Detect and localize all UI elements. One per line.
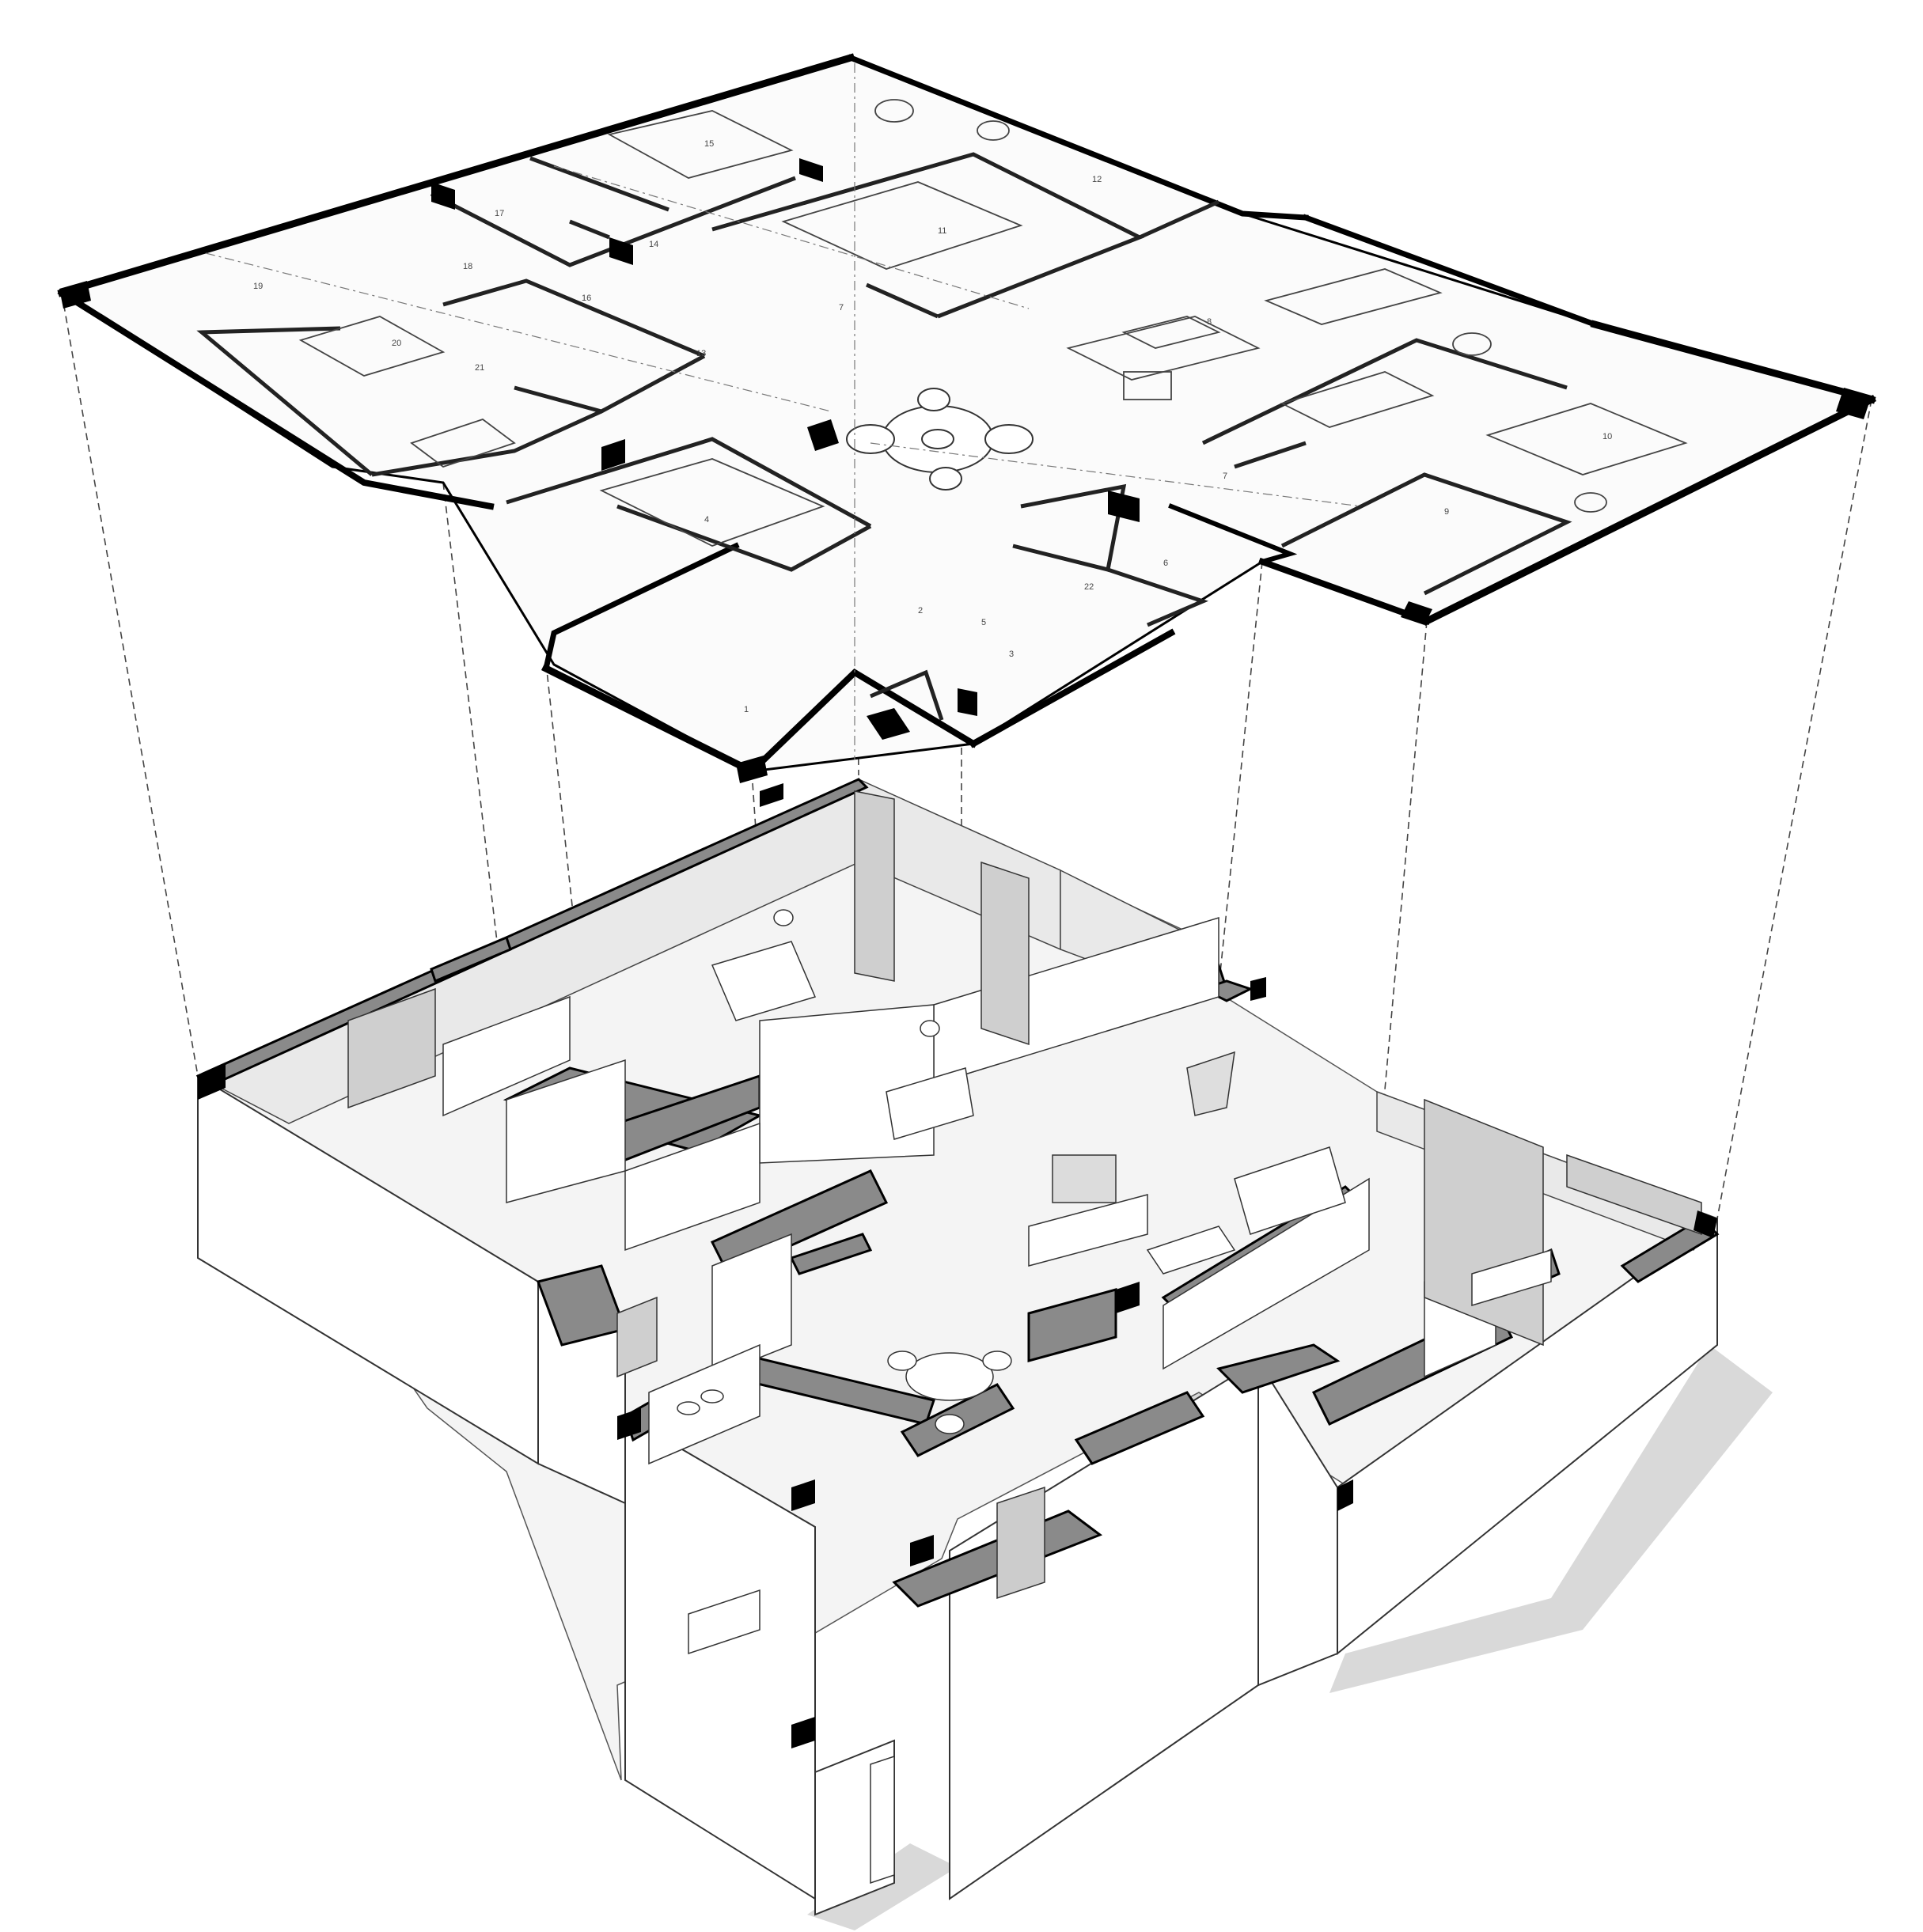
plan-center-lines (205, 63, 1362, 760)
dining-table (905, 1352, 994, 1401)
bed-mid (886, 1067, 974, 1140)
bed-room-10 (1485, 403, 1688, 475)
bed-room-4 (599, 458, 825, 547)
plan-dining-set (846, 388, 1034, 491)
model-front-walls (197, 1074, 1718, 1916)
room-label: 2 (918, 606, 923, 616)
bed-master (607, 110, 794, 179)
model-cut-blocks (198, 783, 1717, 1748)
room-label: 10 (1602, 432, 1612, 441)
desk-right (1471, 1248, 1552, 1307)
plan-exterior-walls (57, 53, 1877, 777)
tv-console (1028, 1194, 1148, 1267)
room-label: 18 (463, 262, 472, 271)
coffee-table (1121, 316, 1221, 349)
coffee-table (1146, 1225, 1236, 1275)
room-label: 13 (696, 349, 706, 358)
floor-plan: 1 2 3 4 5 6 7 7 8 9 10 11 12 13 14 15 16… (57, 53, 1877, 783)
plant (1186, 1051, 1235, 1116)
room-label: 9 (1444, 507, 1449, 517)
sofa (1234, 1146, 1346, 1235)
room-label: 14 (649, 240, 658, 249)
sofa-living-2 (1280, 371, 1435, 428)
room-label: 5 (981, 618, 986, 627)
staircase (996, 1486, 1045, 1600)
plan-room-labels: 1 2 3 4 5 6 7 7 8 9 10 11 12 13 14 15 16… (253, 139, 1612, 714)
plan-wall-blocks (59, 158, 1872, 783)
room-label: 22 (1084, 582, 1094, 592)
room-label: 7 (1223, 472, 1227, 481)
room-label: 17 (495, 209, 504, 218)
room-label: 4 (704, 515, 709, 525)
lamp (773, 909, 794, 926)
rug-living (1066, 316, 1261, 381)
room-label: 21 (475, 363, 484, 373)
room-label: 7 (839, 303, 844, 313)
room-label: 12 (1092, 175, 1102, 184)
model-partitions (442, 916, 1496, 1378)
bed-room-20 (298, 316, 446, 377)
room-label: 6 (1163, 559, 1168, 568)
plan-furniture (298, 99, 1688, 547)
room-label: 20 (392, 339, 401, 348)
room-label: 8 (1207, 317, 1212, 327)
wall-right-front (1337, 1217, 1718, 1656)
cutaway-model (195, 778, 1720, 1916)
plan-interior-walls (196, 152, 1572, 721)
tv (1052, 1154, 1117, 1203)
bed-back (711, 941, 817, 1021)
room-label: 16 (582, 294, 591, 303)
bathtub (410, 418, 516, 468)
kitchen-counter (648, 1343, 760, 1465)
bed-room-11 (781, 181, 1023, 270)
console-table (688, 1589, 760, 1655)
room-label: 11 (938, 226, 946, 236)
sofa-living (1264, 268, 1443, 325)
room-label: 15 (704, 139, 714, 149)
armchair (1123, 371, 1172, 400)
shoe-cabinet (870, 1755, 895, 1885)
room-label: 19 (253, 282, 263, 291)
room-label: 3 (1009, 650, 1014, 659)
room-label: 1 (744, 705, 749, 714)
model-furniture (648, 909, 1552, 1885)
